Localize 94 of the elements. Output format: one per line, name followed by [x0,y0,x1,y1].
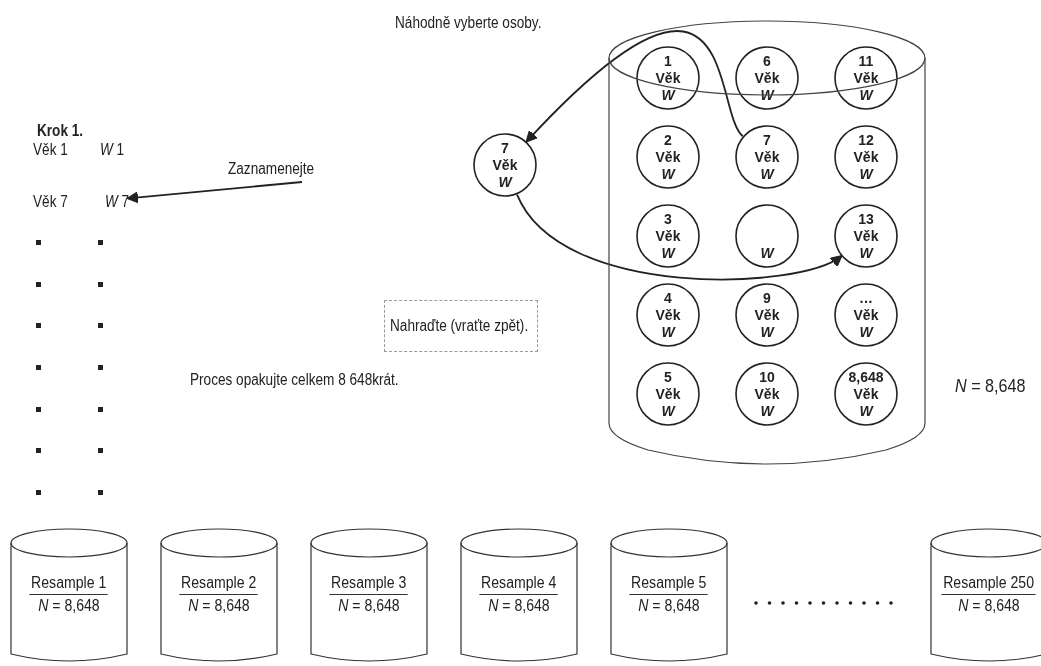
circle-text: W [859,402,873,420]
text-label: Náhodně vyberte osoby. [395,14,542,32]
circle-text: W [498,173,512,191]
circle-text: W [661,402,675,420]
circle-text: 10 [759,368,775,386]
circle-text: 1 [664,52,672,70]
sample-size: N = 8,648 [187,596,251,616]
resample-cylinder [10,528,128,660]
circle-text: 12 [858,131,874,149]
circle-text: 8,648 [848,368,884,386]
resample-title: Resample 4 [479,572,559,595]
circle-text: 11 [858,52,874,70]
person-circle [735,362,799,426]
circle-text: Věk [853,385,879,403]
circle-text: W [760,165,774,183]
step-heading: Krok 1. [37,122,84,140]
resample-title: Resample 250 [941,572,1037,595]
circle-text: W [661,86,675,104]
sample-size: N = 8,648 [957,596,1021,616]
person-circle [834,125,898,189]
resample-cylinder [930,528,1041,660]
circle-text: Věk [655,69,681,87]
resample-cylinder [610,528,728,660]
resample-title: Resample 5 [629,572,709,595]
resample-cylinder [310,528,428,660]
person-circle [636,283,700,347]
circle-text: W [661,165,675,183]
sample-size-label: N = 8,648 [955,375,1026,397]
person-circle [636,362,700,426]
circle-text: W [760,323,774,341]
sample-size: N = 8,648 [637,596,701,616]
person-circle [834,283,898,347]
arrow [516,193,843,281]
person-circle [735,46,799,110]
note-box: Nahraďte (vraťte zpět). [384,300,538,352]
arrow [126,181,303,204]
circle-text: 3 [664,210,672,228]
circle-text: Věk [853,306,879,324]
circle-text: 4 [664,289,672,307]
circle-text: W [859,323,873,341]
circle-text: Věk [853,148,879,166]
circle-text: W [859,86,873,104]
age-value: Věk 7 [33,193,68,211]
circle-text: W [859,165,873,183]
person-circle [735,283,799,347]
person-circle [834,362,898,426]
person-circle [636,125,700,189]
person-circle [636,46,700,110]
circle-text: Věk [853,69,879,87]
circle-text: Věk [754,306,780,324]
circle-text: Věk [853,227,879,245]
circle-text: 7 [763,131,771,149]
person-circle [473,133,537,197]
circle-text: Věk [655,227,681,245]
edge-label: Zaznamenejte [228,160,315,178]
circle-text: 6 [763,52,771,70]
circle-text: W [661,244,675,262]
weight-value: W 7 [105,193,130,211]
circle-text: W [661,323,675,341]
circle-text: … [859,289,873,307]
circle-text: Věk [655,148,681,166]
circle-text: Věk [492,156,518,174]
resample-cylinder [460,528,578,660]
circle-text: 5 [664,368,672,386]
person-circle [834,204,898,268]
person-circle [834,46,898,110]
text-label: Proces opakujte celkem 8 648krát. [190,371,399,389]
circle-text: W [859,244,873,262]
sample-size: N = 8,648 [37,596,101,616]
resample-title: Resample 1 [29,572,109,595]
circle-text: 13 [858,210,874,228]
text-label: Věk 1 [33,141,68,159]
circle-text: Věk [655,385,681,403]
person-circle [735,204,799,268]
sample-size: N = 8,648 [337,596,401,616]
circle-text: Věk [655,306,681,324]
circle-text: Věk [754,148,780,166]
resample-title: Resample 3 [329,572,409,595]
circle-text: Věk [754,69,780,87]
resample-title: Resample 2 [179,572,259,595]
circle-text: 9 [763,289,771,307]
circle-text: W [760,245,774,262]
circle-text: W [760,402,774,420]
person-circle [735,125,799,189]
circle-text: W [760,86,774,104]
container-cylinder [608,20,926,468]
text-label: W 1 [100,141,125,159]
circle-text: 7 [501,139,509,157]
circle-text: Věk [754,385,780,403]
arrow [525,30,744,143]
sample-size: N = 8,648 [487,596,551,616]
circle-text: 2 [664,131,672,149]
person-circle [636,204,700,268]
resample-cylinder [160,528,278,660]
